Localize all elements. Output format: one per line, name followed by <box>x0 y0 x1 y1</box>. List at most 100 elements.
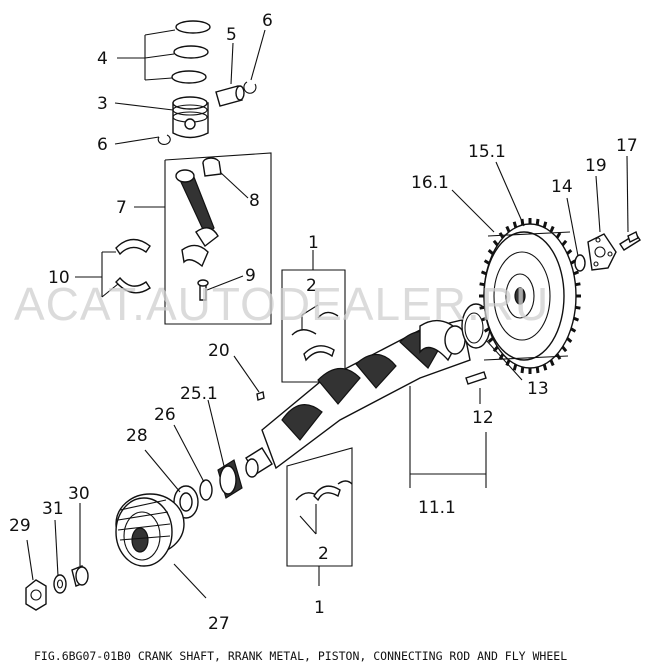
svg-text:19: 19 <box>585 156 607 176</box>
svg-text:7: 7 <box>116 198 127 218</box>
svg-text:30: 30 <box>68 484 90 504</box>
gear-tooth <box>487 337 494 343</box>
svg-text:6: 6 <box>97 135 108 155</box>
callout-17: 17 <box>616 136 638 233</box>
svg-text:14: 14 <box>551 177 573 197</box>
piston-rings <box>171 20 211 84</box>
gear-tooth <box>479 305 485 310</box>
gear-tooth <box>542 221 548 228</box>
callout-1-lower: 1 <box>314 566 325 618</box>
callout-31: 31 <box>42 499 64 577</box>
watermark: ACAT.AUTODEALER.RU <box>14 278 549 330</box>
callout-26: 26 <box>154 405 205 483</box>
svg-text:1: 1 <box>314 598 325 618</box>
svg-text:15.1: 15.1 <box>468 142 506 162</box>
plate-19 <box>587 233 617 271</box>
callout-20: 20 <box>208 341 260 393</box>
gear-tooth <box>505 359 511 367</box>
gear-tooth <box>575 305 581 310</box>
gear-tooth <box>535 218 540 226</box>
svg-text:17: 17 <box>616 136 638 156</box>
nut-29 <box>25 579 47 611</box>
snap-ring-left <box>157 134 171 145</box>
gear-tooth <box>492 345 499 353</box>
svg-text:29: 29 <box>9 516 31 536</box>
callout-3: 3 <box>97 94 174 114</box>
svg-text:8: 8 <box>249 191 260 211</box>
gear-tooth <box>479 282 485 287</box>
gear-tooth <box>561 239 568 247</box>
gear-tooth <box>505 225 511 233</box>
svg-text:20: 20 <box>208 341 230 361</box>
figure-caption: FIG.6BG07-01B0 CRANK SHAFT, RRANK METAL,… <box>34 649 567 663</box>
callout-4: 4 <box>97 29 176 81</box>
svg-text:25.1: 25.1 <box>180 384 218 404</box>
svg-text:10: 10 <box>48 268 70 288</box>
callout-1-upper: 1 <box>308 233 319 270</box>
gear-tooth <box>483 327 490 333</box>
svg-text:3: 3 <box>97 94 108 114</box>
svg-text:16.1: 16.1 <box>411 173 449 193</box>
svg-text:12: 12 <box>472 408 494 428</box>
callout-14: 14 <box>551 177 579 257</box>
crankshaft <box>245 319 471 478</box>
pilot-bearing-14 <box>574 254 586 272</box>
callout-6-left: 6 <box>97 135 160 155</box>
callout-19: 19 <box>585 156 607 233</box>
con-rod-bearing-shells <box>115 238 151 294</box>
piston-pin <box>215 85 245 107</box>
gear-tooth <box>498 353 505 360</box>
callout-10: 10 <box>48 251 119 298</box>
svg-text:31: 31 <box>42 499 64 519</box>
callout-29: 29 <box>9 516 34 581</box>
gear-tooth <box>480 316 487 322</box>
gear-tooth <box>492 239 499 247</box>
svg-text:9: 9 <box>245 266 256 286</box>
callout-6-top: 6 <box>250 11 273 81</box>
callout-12: 12 <box>472 388 494 428</box>
gear-tooth <box>573 316 580 322</box>
gear-tooth <box>487 249 494 255</box>
dowel-pin <box>465 371 487 385</box>
callout-2-upper: 2 <box>306 276 317 296</box>
svg-text:1: 1 <box>308 233 319 253</box>
flywheel-bolt-17 <box>619 231 641 251</box>
piston <box>172 96 209 139</box>
gear-tooth <box>549 225 555 233</box>
callout-15-1: 15.1 <box>468 142 525 227</box>
crankshaft-gear <box>217 459 243 499</box>
gear-tooth <box>520 366 525 374</box>
gear-tooth <box>555 232 562 239</box>
pulley-bolt-washer <box>71 565 89 587</box>
callout-11-1: 11.1 <box>409 386 487 518</box>
svg-text:4: 4 <box>97 49 108 69</box>
svg-text:2: 2 <box>318 544 329 564</box>
gear-tooth <box>483 259 490 265</box>
svg-text:11.1: 11.1 <box>418 498 456 518</box>
callout-28: 28 <box>126 426 181 493</box>
gear-tooth <box>512 364 518 371</box>
gear-tooth <box>512 221 518 228</box>
gear-tooth <box>555 353 562 360</box>
gear-tooth <box>573 270 580 276</box>
callout-5: 5 <box>226 25 237 85</box>
connecting-rod-box <box>164 152 272 325</box>
callout-30: 30 <box>68 484 90 566</box>
svg-text:28: 28 <box>126 426 148 446</box>
gear-tooth <box>542 364 548 371</box>
callout-7: 7 <box>116 198 165 218</box>
snap-ring-top <box>243 81 257 94</box>
callout-8: 8 <box>219 171 260 211</box>
callout-16-1: 16.1 <box>411 173 495 233</box>
gear-tooth <box>566 337 573 343</box>
gear-tooth <box>535 366 540 374</box>
washer-31 <box>53 574 67 594</box>
crank-key <box>256 391 265 401</box>
ring-gear-teeth <box>479 218 581 374</box>
gear-tooth <box>566 249 573 255</box>
gear-tooth <box>570 327 577 333</box>
flywheel <box>483 223 577 369</box>
callout-9: 9 <box>206 266 256 291</box>
gear-tooth <box>480 270 487 276</box>
